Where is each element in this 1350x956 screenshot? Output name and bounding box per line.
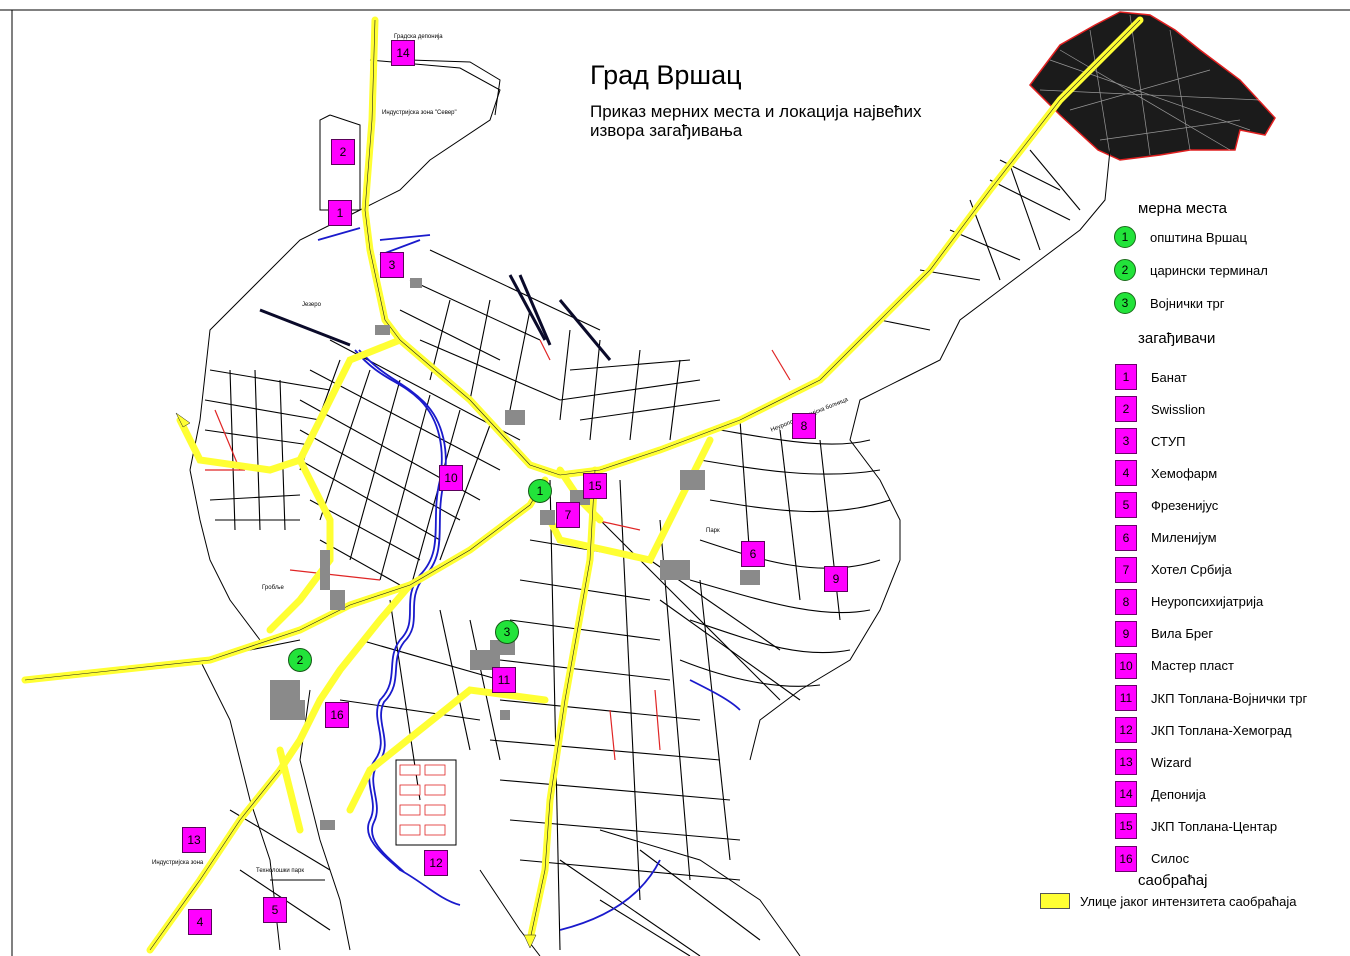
label-industrial-north: Индустријска зона "Север" [382,110,457,116]
legend-measuring-row: 1 општина Вршац [1108,224,1247,250]
legend-polluter-row: 16 Силос [1108,845,1190,872]
legend-polluter-label: ЈКП Топлана-Војнички трг [1151,690,1308,706]
label-landfill: Градска депонија [394,34,443,40]
polluter-marker-4[interactable]: 4 [188,909,212,935]
legend-polluter-row: 8 Неуропсихијатрија [1108,588,1264,615]
legend-polluter-icon: 6 [1115,524,1137,551]
polluter-marker-13[interactable]: 13 [182,827,206,853]
label-tech-park: Технолошки парк [256,868,304,874]
direction-arrows [175,412,537,949]
map-subtitle: Приказ мерних места и локација највећих … [590,102,922,140]
legend-polluter-row: 5 Фрезенијус [1108,492,1219,519]
polluter-marker-3[interactable]: 3 [380,252,404,278]
polluter-marker-9[interactable]: 9 [824,566,848,592]
polluter-marker-16[interactable]: 16 [325,702,349,728]
legend-polluter-icon: 7 [1115,556,1137,583]
legend-polluter-icon: 13 [1115,749,1137,776]
label-lake: Језеро [302,302,321,308]
legend-polluter-icon: 14 [1115,781,1137,808]
legend-polluter-row: 9 Вила Брег [1108,620,1214,647]
legend-polluter-row: 14 Депонија [1108,781,1206,808]
legend-polluter-row: 6 Миленијум [1108,524,1217,551]
legend-polluter-icon: 2 [1115,396,1137,423]
legend-measuring-icon: 1 [1114,226,1136,248]
legend-polluter-row: 10 Мастер пласт [1108,652,1234,679]
legend-polluters-heading: загађивачи [1138,330,1216,347]
legend-polluter-icon: 16 [1115,845,1137,872]
traffic-swatch-icon [1040,893,1070,909]
legend-polluter-label: Депонија [1151,786,1206,802]
legend-traffic-row: Улице јаког интензитета саобраћаја [1040,888,1297,914]
hemograd-blocks [399,764,446,836]
measuring-marker-1[interactable]: 1 [528,479,552,503]
legend-polluter-label: Неуропсихијатрија [1151,594,1264,610]
legend-polluter-row: 15 ЈКП Топлана-Центар [1108,813,1278,840]
polluter-marker-5[interactable]: 5 [263,897,287,923]
legend-polluter-label: Банат [1151,369,1187,385]
polluter-marker-15[interactable]: 15 [583,473,607,499]
legend-polluter-row: 4 Хемофарм [1108,460,1218,487]
dense-district [1029,11,1276,161]
legend-polluter-label: Wizard [1151,754,1192,770]
polluter-marker-10[interactable]: 10 [439,465,463,491]
polluter-marker-2[interactable]: 2 [331,139,355,165]
measuring-marker-2[interactable]: 2 [288,648,312,672]
traffic-roads-edge [24,19,1141,951]
legend-measuring-row: 3 Војнички трг [1108,290,1225,316]
legend-polluter-icon: 3 [1115,428,1137,455]
legend-polluter-label: ЈКП Топлана-Центар [1151,818,1278,834]
polluter-marker-1[interactable]: 1 [328,200,352,226]
city-boundary [189,59,1111,956]
legend-polluter-label: Хотел Србија [1151,562,1232,578]
legend-polluter-label: Миленијум [1151,530,1217,545]
legend-measuring-row: 2 царински терминал [1108,257,1268,283]
legend-polluter-label: Вила Брег [1151,626,1214,642]
legend-polluter-row: 11 ЈКП Топлана-Војнички трг [1108,685,1307,711]
legend-polluter-icon: 12 [1115,717,1137,744]
label-cemetery: Гробље [262,585,284,591]
legend-polluter-row: 7 Хотел Србија [1108,556,1232,583]
legend-polluter-row: 3 СТУП [1108,428,1186,455]
legend-polluter-icon: 8 [1115,588,1137,615]
legend-polluter-icon: 10 [1115,652,1137,679]
label-industrial-zone: Индустријска зона [152,860,204,866]
legend-measuring-icon: 3 [1114,292,1136,314]
polluter-marker-8[interactable]: 8 [792,413,816,439]
polluter-marker-12[interactable]: 12 [424,850,448,876]
legend-polluter-label: Мастер пласт [1151,658,1234,674]
polluter-marker-14[interactable]: 14 [391,40,415,66]
label-park: Парк [706,528,720,534]
map-title: Град Вршац [590,60,742,90]
legend-polluter-icon: 11 [1115,685,1137,711]
legend-polluter-label: Силос [1151,851,1190,866]
legend-polluter-row: 12 ЈКП Топлана-Хемоград [1108,717,1292,744]
legend-traffic-heading: саобраћај [1138,872,1208,889]
legend-polluter-label: Swisslion [1151,401,1206,417]
legend-polluter-label: СТУП [1151,433,1186,449]
legend-measuring-heading: мерна места [1138,200,1227,217]
legend-polluter-icon: 15 [1115,813,1137,840]
legend-polluter-label: Фрезенијус [1151,497,1219,513]
buildings [270,278,760,830]
legend-measuring-icon: 2 [1114,259,1136,281]
legend-polluter-icon: 1 [1115,364,1137,390]
legend-polluter-label: ЈКП Топлана-Хемоград [1151,722,1292,738]
legend-polluter-icon: 5 [1115,492,1137,519]
polluter-marker-6[interactable]: 6 [741,541,765,567]
legend-polluter-row: 2 Swisslion [1108,396,1206,423]
legend-polluter-row: 13 Wizard [1108,749,1192,776]
legend-polluter-row: 1 Банат [1108,364,1187,390]
polluter-marker-11[interactable]: 11 [492,667,516,693]
polluter-marker-7[interactable]: 7 [556,502,580,528]
river [317,227,741,931]
measuring-marker-3[interactable]: 3 [495,620,519,644]
legend-polluter-icon: 9 [1115,620,1137,647]
legend-polluter-label: Хемофарм [1151,465,1218,481]
legend-polluter-icon: 4 [1115,460,1137,487]
railway [259,274,612,361]
